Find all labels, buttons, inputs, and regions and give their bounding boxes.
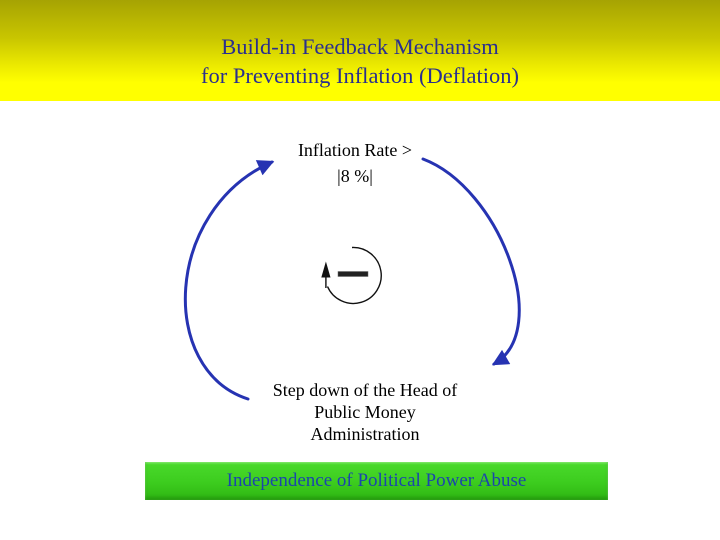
minus-sign-icon — [337, 271, 369, 277]
title-band: Build-in Feedback Mechanism for Preventi… — [0, 0, 720, 101]
loop-arrowhead-icon — [321, 261, 331, 278]
loop-circle-icon — [326, 246, 382, 305]
step-down-line2: Public Money — [314, 402, 416, 422]
node-inflation-rate: Inflation Rate > |8 %| — [230, 137, 480, 189]
step-down-line1: Step down of the Head of — [272, 380, 458, 400]
independence-banner: Independence of Political Power Abuse — [145, 462, 608, 500]
cycle-arrow-left-icon — [183, 160, 275, 401]
slide-title: Build-in Feedback Mechanism for Preventi… — [0, 32, 720, 90]
slide-title-line1: Build-in Feedback Mechanism — [221, 34, 499, 59]
node-step-down: Step down of the Head of Public Money Ad… — [245, 379, 485, 445]
step-down-line3: Administration — [310, 424, 420, 444]
inflation-rate-line2: |8 %| — [337, 166, 373, 186]
negative-feedback-loop-icon — [321, 246, 382, 305]
slide-title-line2: for Preventing Inflation (Deflation) — [200, 63, 520, 88]
cycle-arrow-right-icon — [421, 157, 521, 366]
inflation-rate-line1: Inflation Rate > — [297, 140, 413, 160]
independence-banner-label: Independence of Political Power Abuse — [226, 470, 527, 491]
